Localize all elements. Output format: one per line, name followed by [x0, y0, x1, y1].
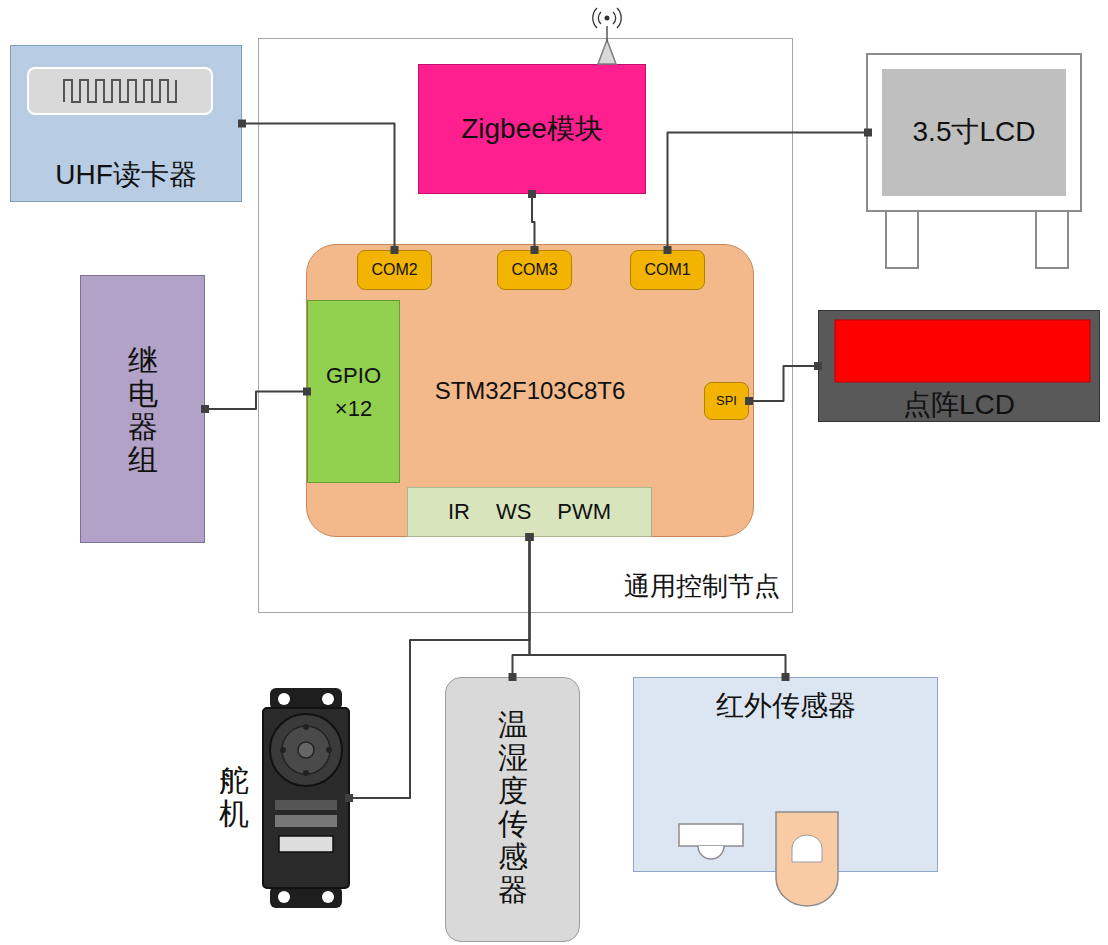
- node-label: 温湿度传感器: [498, 708, 528, 906]
- connector: [530, 537, 786, 677]
- node-label: 通用控制节点: [624, 572, 780, 602]
- mcu-board: STM32F103C8T6 COM2 COM3 COM1GPIO ×12SPI IR W…: [306, 244, 754, 537]
- connector: [532, 194, 535, 250]
- connector-end: [526, 533, 534, 541]
- signal: [593, 8, 621, 28]
- port-box: COM2: [357, 250, 432, 290]
- signal-strip: IR WS PWM: [407, 487, 652, 537]
- node-label: 继电器组: [128, 344, 158, 476]
- antenna: [606, 26, 608, 42]
- connector-end: [345, 794, 353, 802]
- reader-icon: [28, 68, 212, 114]
- lcd-stand: [1036, 210, 1068, 268]
- node-label: UHF读卡器: [55, 159, 197, 191]
- connector-end: [201, 405, 209, 413]
- connector: [205, 392, 307, 410]
- port-box: SPI: [704, 382, 749, 420]
- node-label: Zigbee模块: [461, 113, 603, 145]
- connector-end: [526, 533, 534, 541]
- th-sensor: 温湿度传感器: [445, 677, 580, 942]
- gpio-block: GPIO ×12: [307, 300, 400, 483]
- connector: [749, 366, 818, 401]
- node-label: COM3: [511, 261, 557, 279]
- square-wave: [64, 80, 176, 102]
- zigbee-module: Zigbee模块: [418, 64, 646, 194]
- connector-end: [531, 246, 539, 254]
- node-label: 3.5寸LCD: [913, 116, 1036, 148]
- connector: [242, 124, 395, 251]
- node-label: IR WS PWM: [448, 499, 611, 524]
- node-label: 红外传感器: [716, 690, 856, 722]
- connector-end: [745, 397, 753, 405]
- connector-end: [509, 673, 517, 681]
- lcd-stand: [886, 210, 918, 268]
- connector-end: [526, 533, 534, 541]
- connector-end: [528, 190, 536, 198]
- connector-end: [864, 129, 872, 137]
- lcd-screen: 3.5寸LCD: [868, 55, 1080, 210]
- led-screen: [835, 320, 1090, 382]
- connector-end: [814, 362, 822, 370]
- connector-end: [664, 246, 672, 254]
- node-label: STM32F103C8T6: [435, 377, 626, 405]
- node-label: GPIO ×12: [318, 359, 388, 425]
- connector-end: [238, 120, 246, 128]
- connector: [513, 537, 530, 677]
- connector-end: [782, 673, 790, 681]
- connector-end: [391, 246, 399, 254]
- connector: [349, 537, 530, 798]
- infrared-illustration: [679, 812, 838, 906]
- antenna: [598, 40, 616, 64]
- node-label: SPI: [716, 394, 737, 409]
- node-label: 点阵LCD: [903, 389, 1015, 421]
- servo-illustration: [263, 688, 349, 908]
- connector-end: [303, 388, 311, 396]
- node-label: COM2: [371, 261, 417, 279]
- node-label: COM1: [644, 261, 690, 279]
- signal: [605, 16, 610, 21]
- node-label: 舵机: [219, 764, 249, 830]
- port-box: COM3: [497, 250, 572, 290]
- port-box: COM1: [630, 250, 705, 290]
- relay-group: 继电器组: [80, 275, 205, 543]
- connector: [668, 133, 869, 251]
